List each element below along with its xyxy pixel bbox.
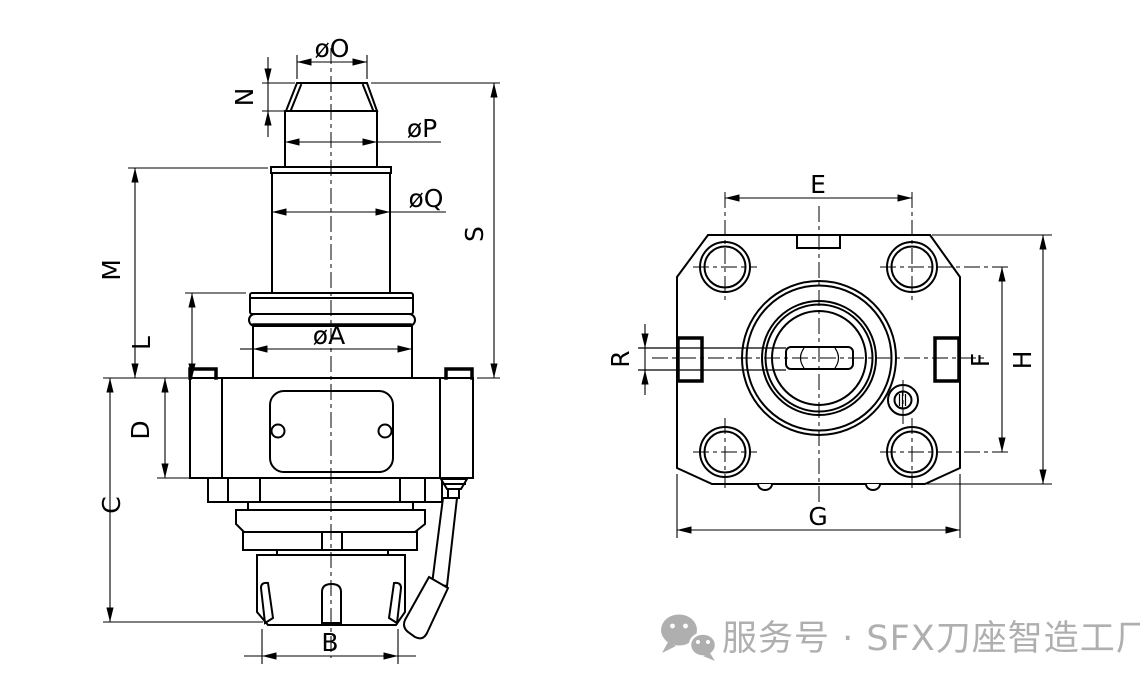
drive-key-right	[933, 336, 961, 383]
dim-label-b: B	[321, 628, 338, 657]
dim-label-oO: øO	[315, 34, 350, 63]
dim-label-r: R	[606, 350, 635, 367]
dim-label-g: G	[808, 502, 827, 531]
side-view: øO N øP øQ øA S	[97, 34, 500, 664]
dim-label-m: M	[97, 259, 126, 281]
center-keyway-slot	[785, 346, 854, 370]
key-tab-right	[444, 367, 474, 380]
dim-label-e: E	[810, 170, 826, 199]
cover-plate	[269, 390, 394, 473]
side-view-dimensions: øO N øP øQ øA S	[97, 34, 500, 664]
clamp-lever	[403, 478, 469, 640]
plate-screw-left	[270, 423, 286, 439]
nut-slot-left	[259, 581, 275, 625]
key-tab-left	[188, 367, 218, 380]
front-view: E G F H R	[606, 170, 1052, 538]
bolt-hole-top-right	[886, 241, 938, 293]
watermark: 服务号 · SFX刀座智造工厂	[661, 614, 1140, 661]
dim-label-s: S	[460, 226, 489, 242]
watermark-text: 服务号 · SFX刀座智造工厂	[722, 619, 1140, 659]
dim-label-d: D	[126, 420, 155, 439]
dim-label-f: F	[966, 353, 995, 367]
bottom-pin-left	[756, 482, 774, 491]
plate-screw-right	[377, 423, 393, 439]
drive-key-left	[676, 336, 704, 383]
dim-label-c: C	[97, 496, 126, 513]
bottom-pin-right	[864, 482, 882, 491]
dim-label-h: H	[1008, 351, 1037, 370]
dim-label-oA: øA	[313, 321, 345, 350]
bolt-hole-bottom-left	[699, 426, 751, 478]
wechat-icon	[661, 614, 718, 661]
dim-label-l: L	[127, 336, 156, 350]
front-view-dimensions: E G F H R	[606, 170, 1052, 538]
dim-label-oQ: øQ	[409, 184, 444, 213]
bolt-hole-bottom-right	[886, 426, 938, 478]
nut-slot-right	[387, 581, 403, 625]
dim-label-n: N	[230, 88, 259, 107]
dim-label-oP: øP	[407, 114, 437, 143]
spindle-boss	[741, 280, 897, 436]
bolt-hole-top-left	[699, 241, 751, 293]
set-screw	[887, 384, 919, 416]
